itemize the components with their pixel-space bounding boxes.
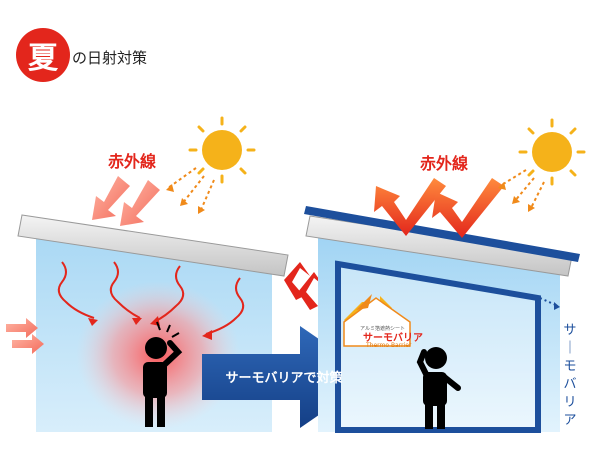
right-wall	[318, 232, 560, 432]
left-roof	[17, 214, 289, 277]
hot-person	[143, 337, 183, 427]
solution-arrow-label: サーモバリアで対策	[225, 371, 343, 386]
infrared-arrows-left	[92, 176, 160, 226]
sun-left-icon	[166, 116, 256, 214]
wall-heat-arrows	[6, 318, 44, 354]
stress-marks	[156, 321, 180, 338]
page-title: の日射対策	[72, 49, 148, 67]
thermo-barrier-logo	[343, 294, 411, 347]
logo-tagline: アルミ箔遮熱シート	[360, 326, 405, 332]
comfortable-person	[416, 347, 461, 429]
logo-name: サーモバリア	[363, 333, 423, 344]
left-building	[6, 176, 289, 432]
reflect-arrows	[284, 262, 324, 310]
material-vertical-label: サ｜モバリア	[563, 323, 577, 428]
infrared-label-left: 赤外線	[108, 152, 157, 171]
logo-subtitle: Thermo Barrier	[366, 342, 412, 349]
infrared-label-right: 赤外線	[420, 154, 469, 173]
heat-wave-arrows	[57, 261, 245, 335]
season-badge: 夏	[16, 28, 70, 82]
reflected-infrared-arrows	[374, 178, 504, 238]
right-building	[304, 178, 580, 433]
thermo-barrier-layer	[304, 206, 580, 262]
sun-right-icon	[498, 118, 586, 212]
